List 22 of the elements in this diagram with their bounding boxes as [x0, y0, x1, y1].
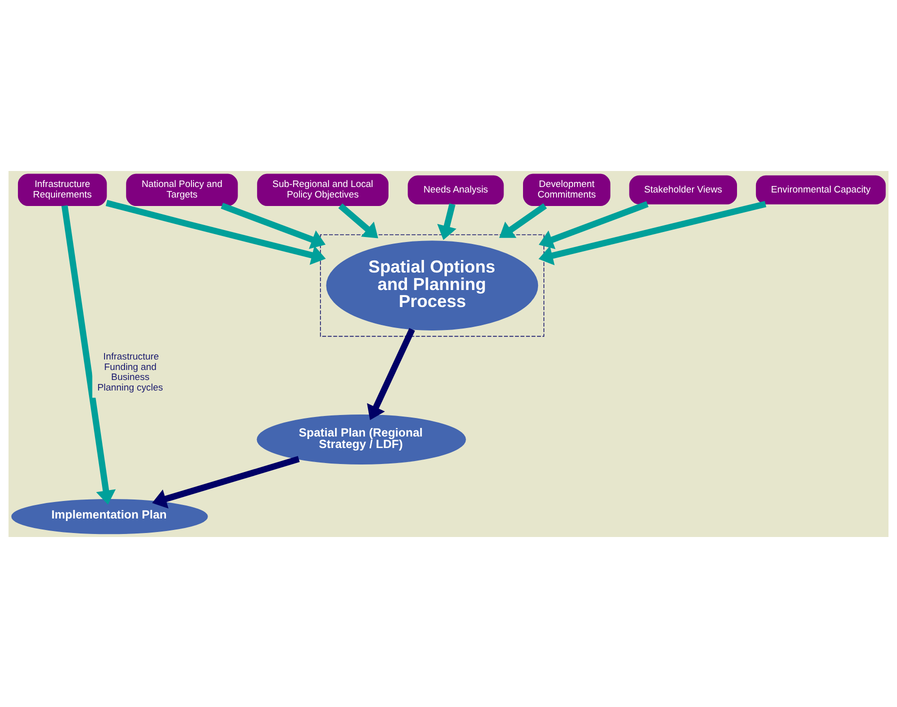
- arrow: [152, 456, 300, 508]
- arrow: [499, 202, 547, 238]
- edge-label: Infrastructure Funding and Business Planning cycles: [97, 351, 163, 393]
- node-box: Sub-Regional and Local Policy Objectives: [257, 173, 388, 206]
- cluster: [320, 234, 544, 336]
- node-box: Development Commitments: [523, 173, 610, 206]
- node-ellipse: Spatial Options and Planning Process: [326, 240, 538, 330]
- node-box: Needs Analysis: [408, 174, 504, 204]
- node-box: Infrastructure Requirements: [18, 173, 107, 206]
- node-box: Environmental Capacity: [756, 174, 886, 204]
- node-ellipse: Spatial Plan (Regional Strategy / LDF): [256, 414, 466, 464]
- node-box: Stakeholder Views: [629, 174, 738, 204]
- arrow: [366, 328, 415, 420]
- arrow: [538, 200, 766, 265]
- arrow: [538, 200, 649, 249]
- arrow: [437, 202, 456, 240]
- arrow: [220, 202, 326, 248]
- arrow: [338, 202, 378, 238]
- arrow: [61, 204, 116, 504]
- arrow: [106, 199, 326, 264]
- node-box: National Policy and Targets: [126, 173, 238, 206]
- node-ellipse: Implementation Plan: [11, 498, 208, 534]
